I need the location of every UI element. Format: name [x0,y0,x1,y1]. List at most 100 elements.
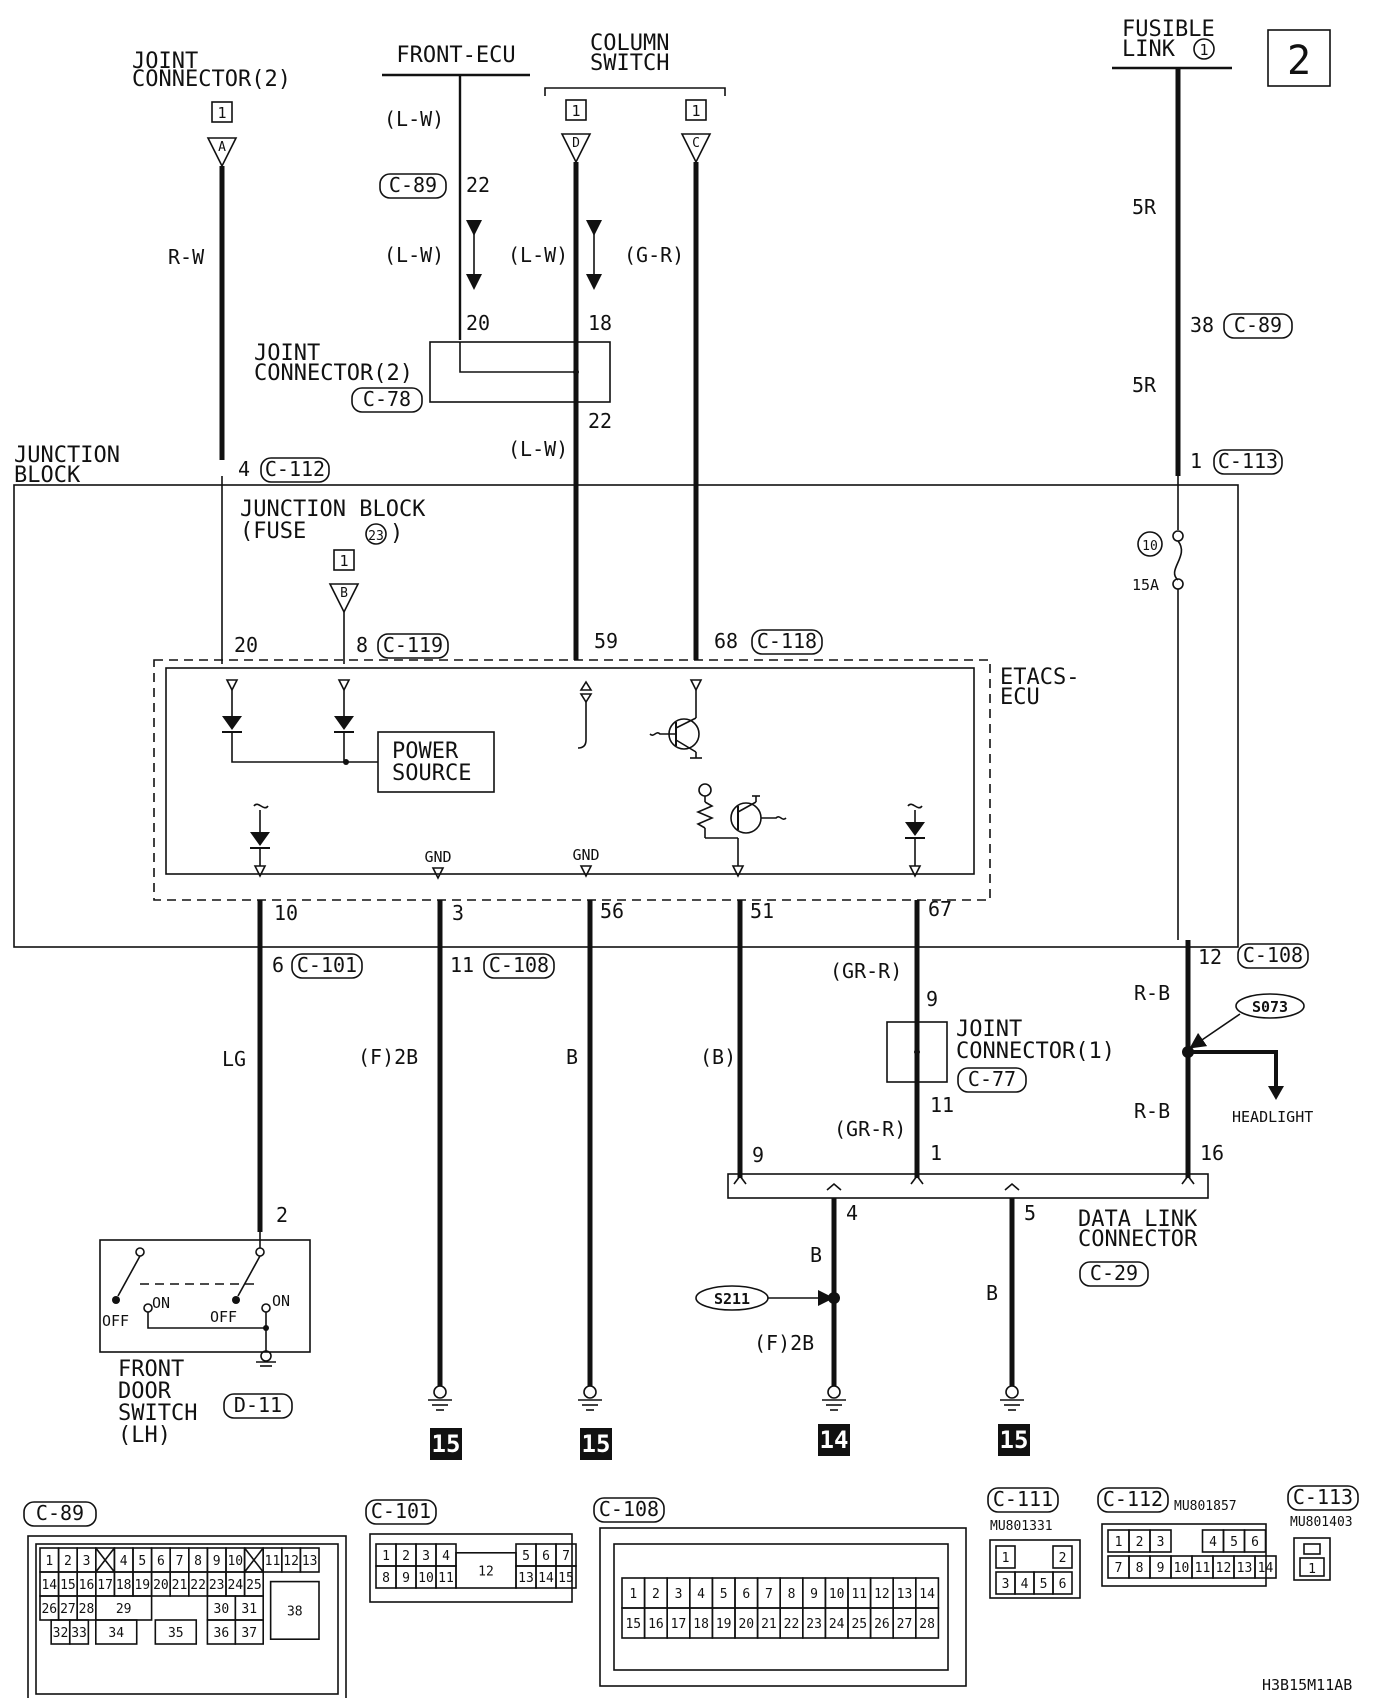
transistor-1-input [649,732,676,736]
c89-pin-28: 28 [79,1602,95,1617]
c89-pin-31: 31 [241,1602,257,1617]
conn-c111-face [989,1539,1081,1599]
c89-pin-18: 18 [116,1578,132,1593]
svg-text:C-77: C-77 [968,1067,1016,1091]
c89-pin-37-cell [234,1619,265,1645]
c89-pin-13-cell [299,1547,320,1573]
switch-1-top [135,1247,145,1257]
c89-pin-32: 32 [53,1626,69,1641]
pin-6: 6 [272,953,284,977]
wire-lw-label-4: (L-W) [508,437,568,461]
c101-pin-15-cell [555,1565,577,1589]
conn-c108-face [599,1527,967,1687]
conn-c119: C-119 [377,633,449,659]
pin-11-jc1: 11 [930,1093,954,1117]
c101-pin-13: 13 [518,1571,534,1586]
headlight-label: HEADLIGHT [1232,1108,1313,1126]
c108-pin-10: 10 [829,1587,845,1602]
gnd-terminal-1 [431,867,445,880]
input-terminal-20 [225,679,239,692]
switch-1-off-contact [112,1296,120,1304]
c112-pin-14: 14 [1258,1561,1274,1576]
conn-c101: C-101 [291,953,363,979]
c101-pin-6: 6 [542,1549,550,1564]
junction-block-box [13,484,1239,948]
conn-c89-face-label: C-89 [23,1501,97,1527]
pin-9-jc1: 9 [926,987,938,1011]
input-terminal-8 [337,679,351,692]
ground-ref-14-box [818,1424,850,1456]
conn-c113-face-label: C-113 [1287,1485,1359,1511]
c89-pin-3: 3 [83,1554,91,1569]
c108-pin-20: 20 [738,1617,754,1632]
svg-text:ETACS-ECU: ETACS-ECU [1000,665,1079,710]
conn-c108-face-label: C-108 [593,1497,665,1523]
c112-pin-8: 8 [1136,1561,1144,1576]
pin-1-dlc: 1 [930,1141,942,1165]
page-number-box [1267,29,1331,87]
c112-pin-7: 7 [1115,1561,1123,1576]
wire-b-label-4: B [810,1243,822,1267]
c112-pin-13: 13 [1237,1561,1253,1576]
wire-headlight [1188,1050,1278,1088]
dlc-pin-9-arrow [733,1174,747,1185]
c89-pin-26: 26 [41,1602,57,1617]
c108-pin-24: 24 [829,1617,845,1632]
c89-pin-15: 15 [60,1578,76,1593]
joint-connector-2-box [429,341,611,403]
switch-2-arm [237,1255,261,1297]
pin-16: 16 [1200,1141,1224,1165]
svg-text:C: C [692,136,700,151]
svg-text:C-78: C-78 [363,387,411,411]
svg-text:C-118: C-118 [757,629,817,653]
splice-s211-node [828,1292,840,1304]
ground-ref-14: 14 [820,1426,849,1454]
joint-connector-2-internal [459,342,576,373]
page-number: 2 [1287,38,1311,84]
ref-fuse-b: 1 B [328,549,360,614]
transistor-2-input [761,816,787,820]
ground-symbol-3 [822,1385,846,1411]
svg-text:C-89: C-89 [1234,313,1282,337]
c101-pin-11: 11 [438,1571,454,1586]
c89-pin-35: 35 [168,1626,184,1641]
pullup-terminal [698,783,712,797]
conn-d11: D-11 [223,1393,293,1419]
c89-pin-5: 5 [138,1554,146,1569]
fuse-no-circle [1137,531,1163,557]
dlc-pin-5-arrow [1004,1182,1020,1191]
fuse-element [1173,540,1183,581]
c112-pin-11: 11 [1195,1561,1211,1576]
conn-c113-face [1293,1537,1331,1581]
c101-pin-9: 9 [402,1571,410,1586]
c89-pin-21: 21 [172,1578,188,1593]
c108-pin-12: 12 [874,1587,890,1602]
switch-1-off-label: OFF [102,1312,129,1330]
c89-pin-11: 11 [265,1554,281,1569]
svg-text:C-112: C-112 [1103,1487,1163,1511]
switch-ground-symbol [256,1350,276,1367]
wire-rw-label: R-W [168,245,205,269]
c111-pin-1-cell [995,1545,1016,1569]
conn-c77: C-77 [957,1067,1027,1093]
wire-5r-label-2: 5R [1132,373,1157,397]
c108-pin-14: 14 [919,1587,935,1602]
c108-pin-13: 13 [897,1587,913,1602]
wire-f2b-label-1: (F)2B [358,1045,418,1069]
ref-joint-connector-a: 1 A [206,101,238,168]
ground-ref-15-c: 15 [1000,1426,1029,1454]
svg-text:C-101: C-101 [371,1499,431,1523]
c89-pin-22: 22 [190,1578,206,1593]
c112-pin-9: 9 [1157,1561,1165,1576]
input-squiggle-67 [907,803,923,809]
front-ecu-label: FRONT-ECU [396,43,515,68]
wire-rb-label-2: R-B [1134,1099,1170,1123]
